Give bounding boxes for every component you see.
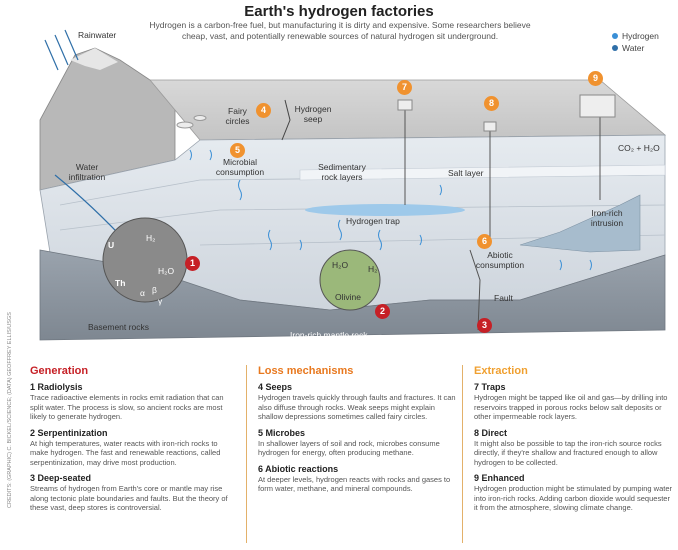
label-beta: β [152, 285, 157, 295]
label-microbial-consumption: Microbial consumption [215, 157, 265, 177]
facility-7 [397, 99, 413, 111]
label-olivine: Olivine [335, 292, 361, 302]
item-title: 3 Deep-seated [30, 473, 92, 483]
serpentinization-zoom-circle [319, 249, 381, 311]
column-heading: Loss mechanisms [258, 365, 354, 377]
item-title: 7 Traps [474, 382, 506, 392]
label-water-infiltration: Water infiltration [68, 162, 106, 182]
item-title: 2 Serpentinization [30, 427, 108, 438]
item-title: 9 Enhanced [474, 473, 525, 483]
rainwater-arrow [54, 34, 69, 66]
item-title: 8 Direct [474, 427, 508, 438]
item-body: Streams of hydrogen from Earth's core or… [30, 484, 228, 512]
column-divider [246, 365, 247, 543]
badge-7: 7 [397, 80, 412, 95]
label-fairy-circles: Fairy circles [225, 106, 250, 126]
item-body: At high temperatures, water reacts with … [30, 438, 221, 467]
label-co2-h2o: CO₂ + H₂O [618, 143, 660, 153]
legend-item-water: Water [612, 42, 659, 54]
label-rainwater: Rainwater [78, 30, 117, 40]
rainwater-arrow [44, 39, 59, 71]
label-abiotic-consumption: Abiotic consumption [475, 250, 525, 270]
column-heading: Generation [30, 365, 89, 377]
badge-6: 6 [477, 234, 492, 249]
badge-4: 4 [256, 103, 271, 118]
hydrogen-trap-shape [305, 204, 465, 216]
column-heading: Extraction [474, 365, 528, 377]
label-sedimentary: Sedimentary rock layers [318, 162, 366, 182]
facility-9 [579, 94, 616, 118]
water-dot-icon [612, 45, 618, 51]
label-iron-rich-mantle: Iron-rich mantle rock [290, 330, 368, 340]
label-th: Th [115, 278, 126, 288]
item-title: 4 Seeps [258, 382, 293, 392]
badge-1: 1 [185, 256, 200, 271]
item-body: It might also be possible to tap the iro… [474, 438, 662, 467]
page-title: Earth's hydrogen factories [244, 3, 434, 20]
fairy-circle [176, 121, 194, 129]
column-divider [462, 365, 463, 543]
credit-line: CREDITS: (GRAPHIC) C. BICKEL/SCIENCE; (D… [7, 312, 13, 508]
label-alpha: α [140, 288, 145, 298]
badge-3: 3 [477, 318, 492, 333]
label-fault: Fault [494, 293, 513, 303]
item-body: Hydrogen production might be stimulated … [474, 484, 673, 512]
label-hydrogen-trap: Hydrogen trap [346, 216, 400, 226]
fairy-circle [193, 115, 207, 121]
item-body: Hydrogen might be tapped like oil and ga… [474, 393, 668, 421]
iron-rich-intrusion-shape [519, 194, 641, 253]
badge-5: 5 [230, 143, 245, 158]
hydrogen-flows [189, 149, 592, 271]
rainwater-arrow [64, 29, 79, 61]
hydrogen-seep-line [281, 99, 291, 141]
label-h2-radiolysis: H₂ [146, 233, 156, 243]
label-hydrogen-seep: Hydrogen seep [294, 104, 332, 124]
label-basement-rocks: Basement rocks [88, 322, 149, 332]
item-title: 6 Abiotic reactions [258, 463, 339, 474]
legend: Hydrogen Water [612, 30, 659, 54]
item-title: 1 Radiolysis [30, 382, 83, 392]
salt-layer [299, 164, 666, 181]
label-u: U [108, 240, 115, 250]
badge-9: 9 [588, 71, 603, 86]
item-title: 5 Microbes [258, 427, 306, 438]
item-body: At deeper levels, hydrogen reacts with r… [258, 474, 451, 494]
geology-cross-section [39, 29, 667, 341]
hydrogen-dot-icon [612, 33, 618, 39]
legend-label: Hydrogen [622, 31, 659, 41]
label-salt-layer: Salt layer [448, 168, 484, 178]
badge-8: 8 [484, 96, 499, 111]
legend-item-hydrogen: Hydrogen [612, 30, 659, 42]
item-body: Trace radioactive elements in rocks emit… [30, 393, 224, 421]
label-h2o-radiolysis: H₂O [158, 266, 175, 276]
label-iron-rich-intrusion: Iron-rich intrusion [590, 208, 624, 228]
basement-rocks [39, 249, 666, 341]
fault-line [469, 249, 481, 331]
badge-2: 2 [375, 304, 390, 319]
item-body: In shallower layers of soil and rock, mi… [258, 438, 440, 458]
label-gamma: γ [158, 296, 163, 306]
radiolysis-zoom-circle [102, 217, 188, 303]
facility-8 [483, 121, 497, 132]
mountain-snow [70, 48, 118, 70]
label-h2-serpentinization: H₂ [368, 264, 378, 274]
page-subtitle: Hydrogen is a carbon-free fuel, but manu… [149, 20, 531, 41]
item-body: Hydrogen travels quickly through faults … [258, 393, 456, 421]
legend-label: Water [622, 43, 645, 53]
layer-line [59, 204, 666, 231]
label-h2o-serpentinization: H₂O [332, 260, 349, 270]
